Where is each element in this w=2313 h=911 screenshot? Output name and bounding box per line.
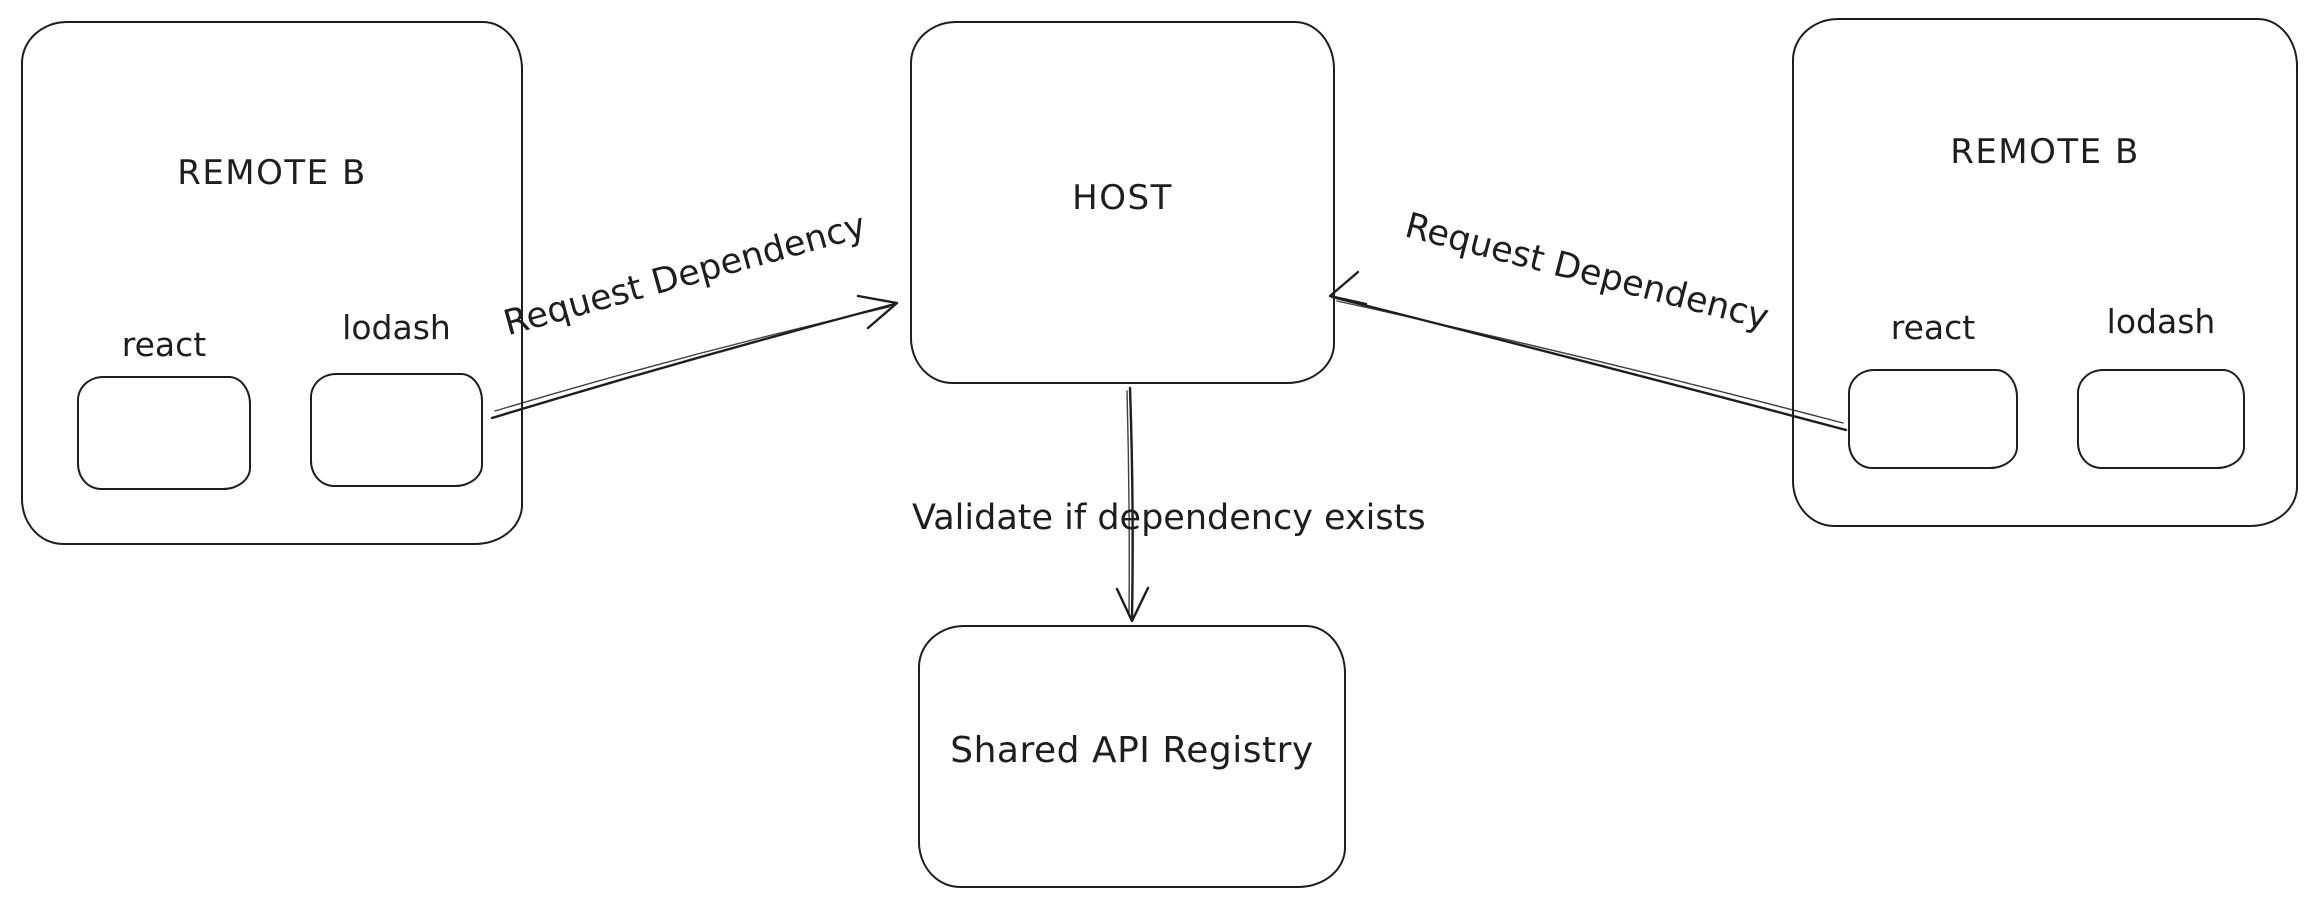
react-box-right[interactable] (1848, 369, 2018, 469)
request-dependency-arrow-left[interactable] (490, 294, 899, 420)
edge-label-request-dependency-right: Request Dependency (1400, 205, 1773, 339)
react-label-right: react (1890, 308, 1976, 347)
request-dependency-arrow-right[interactable] (1328, 270, 1848, 432)
edge-label-validate-dependency: Validate if dependency exists (912, 498, 1426, 538)
react-box-left[interactable] (77, 376, 251, 490)
remote-b-right-title: REMOTE B (1950, 132, 2140, 172)
host-title: HOST (1072, 178, 1173, 218)
remote-b-left-title: REMOTE B (177, 153, 367, 193)
shared-api-registry-node[interactable]: Shared API Registry (918, 625, 1346, 888)
host-node[interactable]: HOST (910, 21, 1335, 384)
lodash-box-right[interactable] (2077, 369, 2245, 469)
lodash-box-left[interactable] (310, 373, 483, 487)
react-label-left: react (121, 325, 207, 364)
shared-api-registry-title: Shared API Registry (950, 730, 1314, 771)
validate-dependency-arrow[interactable] (1115, 386, 1150, 623)
lodash-label-left: lodash (342, 308, 451, 347)
edge-label-request-dependency-left: Request Dependency (499, 205, 871, 345)
lodash-label-right: lodash (2106, 302, 2216, 341)
